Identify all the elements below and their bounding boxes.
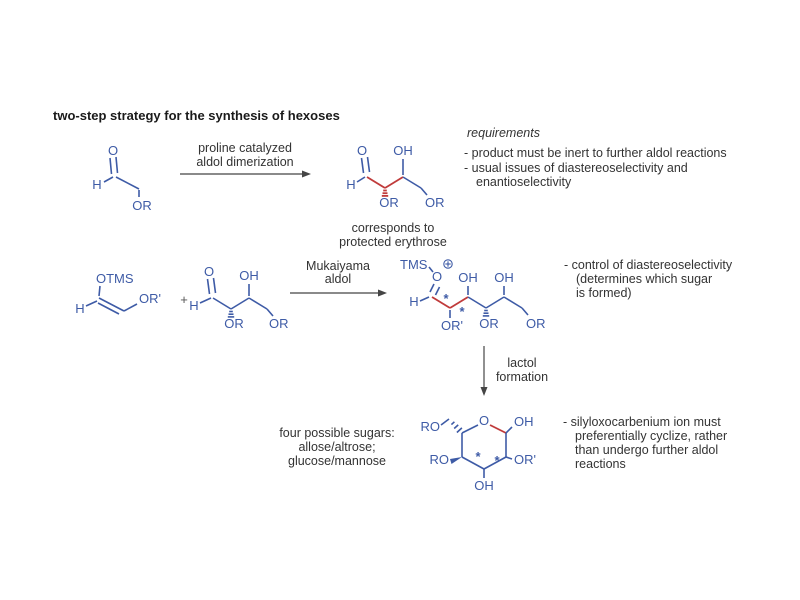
arrow2-label: Mukaiyama aldol [288, 260, 388, 286]
molecule-protected-erythrose: H O OR OH OR [346, 143, 444, 210]
atom-or: OR [425, 195, 445, 210]
note-cyclization: - silyloxocarbenium ion must preferentia… [563, 415, 783, 471]
atom-otms: OTMS [96, 271, 134, 286]
molecule-silyloxocarbenium: TMS O H * * OR' OH OR [400, 257, 546, 333]
caption-line: glucose/mannose [288, 454, 386, 468]
note-line: is formed) [576, 286, 632, 300]
atom-or-prime: OR' [514, 452, 536, 467]
atom-h: H [189, 298, 198, 313]
atom-h: H [75, 301, 84, 316]
atom-oh: OH [514, 414, 534, 429]
arrow1-label-line: proline catalyzed [198, 141, 292, 155]
stereocenter-star: * [475, 449, 481, 464]
arrow3-label-line: lactol [507, 356, 537, 370]
caption-erythrose: corresponds to protected erythrose [323, 221, 463, 249]
atom-or: OR [479, 316, 499, 331]
caption-line: corresponds to [351, 221, 435, 235]
caption-line: allose/altrose; [298, 440, 376, 454]
arrow2-label-line: aldol [324, 272, 352, 286]
molecule-glycolaldehyde: H O OR [92, 143, 151, 213]
arrow-mukaiyama-aldol [290, 289, 387, 297]
requirements-list: - product must be inert to further aldol… [464, 146, 764, 190]
atom-oh: OH [393, 143, 413, 158]
atom-or: OR [132, 198, 152, 213]
atom-or-prime: OR' [139, 291, 161, 306]
atom-or: OR [379, 195, 399, 210]
note-line: than undergo further aldol [575, 443, 719, 457]
atom-oh: OH [458, 270, 478, 285]
atom-ring-o: O [479, 413, 489, 428]
atom-or: OR [526, 316, 546, 331]
molecule-pyranose-lactol: O OH OR' * * OH RO RO [421, 413, 536, 493]
plus-sign: + [180, 292, 188, 307]
caption-sugars: four possible sugars: allose/altrose; gl… [267, 426, 407, 468]
note-line: - control of diastereoselectivity [564, 258, 733, 272]
atom-oh: OH [474, 478, 494, 493]
stereocenter-star: * [443, 291, 449, 306]
caption-line: four possible sugars: [279, 426, 395, 440]
stereocenter-star: * [459, 304, 465, 319]
requirements-heading: requirements [467, 126, 540, 140]
atom-o: O [357, 143, 367, 158]
note-line: (determines which sugar [576, 272, 713, 286]
atom-h: H [409, 294, 418, 309]
requirement-item: - usual issues of diastereoselectivity a… [464, 160, 688, 175]
molecule-protected-erythrose-2: H O OR OH OR [189, 264, 288, 331]
atom-or: OR [224, 316, 244, 331]
arrow3-label-line: formation [495, 369, 549, 384]
note-diastereocontrol: - control of diastereoselectivity (deter… [564, 258, 784, 300]
atom-oh: OH [239, 268, 259, 283]
atom-ro: RO [421, 419, 441, 434]
arrow2-label-line: Mukaiyama [306, 259, 370, 273]
oplus-icon [443, 259, 453, 269]
note-line: preferentially cyclize, rather [575, 429, 728, 443]
requirement-item: - product must be inert to further aldol… [464, 146, 727, 160]
stereocenter-star: * [494, 453, 500, 468]
arrow1-label: proline catalyzed aldol dimerization [175, 141, 315, 169]
atom-tms: TMS [400, 257, 428, 272]
atom-or-prime: OR' [441, 318, 463, 333]
atom-h: H [92, 177, 101, 192]
page-title: two-step strategy for the synthesis of h… [53, 108, 340, 123]
atom-ro: RO [430, 452, 450, 467]
requirement-item: enantioselectivity [476, 175, 572, 189]
note-line: reactions [575, 457, 626, 471]
arrow1-label-line: aldol dimerization [196, 154, 294, 169]
atom-oh: OH [494, 270, 514, 285]
molecule-silyl-enol-ether: OTMS H OR' [75, 271, 161, 316]
atom-or: OR [269, 316, 289, 331]
arrow-aldol-dimerization [180, 170, 311, 178]
note-line: - silyloxocarbenium ion must [563, 415, 721, 429]
atom-o: O [204, 264, 214, 279]
atom-h: H [346, 177, 355, 192]
atom-o: O [108, 143, 118, 158]
atom-o: O [432, 269, 442, 284]
arrow3-label: lactol formation [492, 356, 552, 384]
arrow-lactol-formation [480, 346, 488, 396]
caption-line: protected erythrose [339, 235, 447, 249]
